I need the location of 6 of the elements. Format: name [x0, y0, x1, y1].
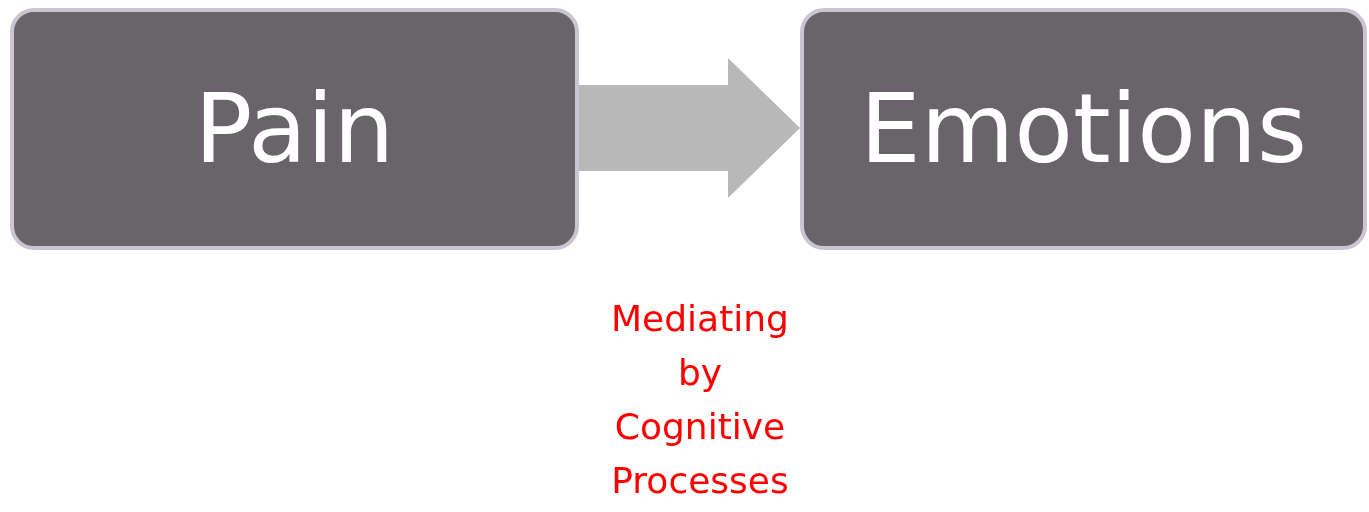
box-label: Pain	[194, 81, 395, 177]
box-label: Emotions	[860, 81, 1307, 177]
process-box	[10, 8, 579, 250]
annotation-text: Mediating by Cognitive Processes	[610, 297, 790, 503]
block-arrow	[579, 58, 800, 198]
process-box	[800, 8, 1367, 250]
